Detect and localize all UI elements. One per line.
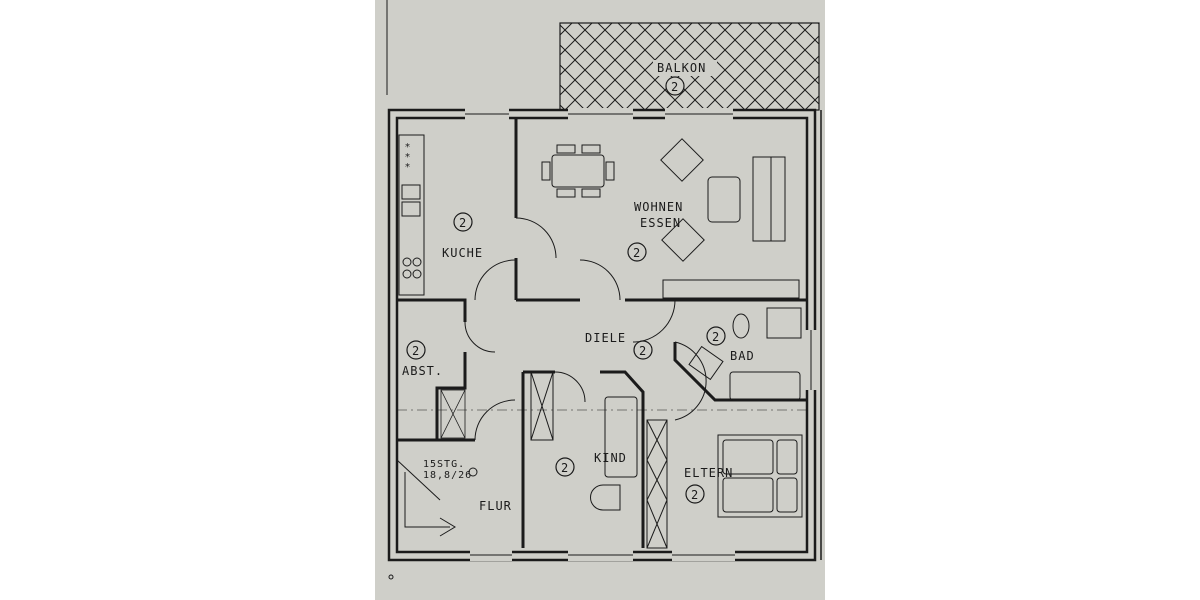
balcony: BALKON 2 — [559, 22, 820, 111]
room-marker-kind: 2 — [561, 461, 569, 475]
room-label-eltern: ELTERN — [684, 466, 733, 480]
kitchen-counter: * * * — [398, 134, 425, 296]
svg-text:*: * — [405, 142, 410, 153]
double-bed — [717, 434, 803, 518]
room-label-bad: BAD — [730, 349, 755, 363]
room-label-wohnen: WOHNEN — [634, 200, 683, 214]
room-label-flur: FLUR — [479, 499, 512, 513]
room-marker-bad: 2 — [712, 330, 720, 344]
closet-abst — [440, 389, 466, 439]
stair-note-line2: 18,8/26 — [423, 470, 472, 481]
room-label-essen: ESSEN — [640, 216, 681, 230]
room-marker-kuche: 2 — [459, 216, 467, 230]
bathroom-fixtures — [688, 307, 802, 401]
room-marker-wohnen: 2 — [633, 246, 641, 260]
svg-text:*: * — [405, 162, 410, 173]
floor-plan: BALKON 2 — [386, 0, 822, 580]
room-label-abst: ABST. — [402, 364, 443, 378]
doors — [464, 217, 707, 441]
room-marker-eltern: 2 — [691, 488, 699, 502]
room-marker-balkon: 2 — [671, 80, 679, 94]
svg-text:*: * — [405, 152, 410, 163]
room-label-diele: DIELE — [585, 331, 626, 345]
stair-note-line1: 15STG. — [423, 459, 465, 470]
room-label-kind: KIND — [594, 451, 627, 465]
living-furniture — [541, 138, 800, 299]
room-marker-abst: 2 — [412, 344, 420, 358]
room-marker-diele: 2 — [639, 344, 647, 358]
room-label-balkon: BALKON — [657, 61, 706, 75]
kind-furniture — [530, 371, 668, 549]
outer-walls — [387, 108, 822, 562]
room-label-kuche: KUCHE — [442, 246, 483, 260]
staircase — [396, 459, 478, 537]
